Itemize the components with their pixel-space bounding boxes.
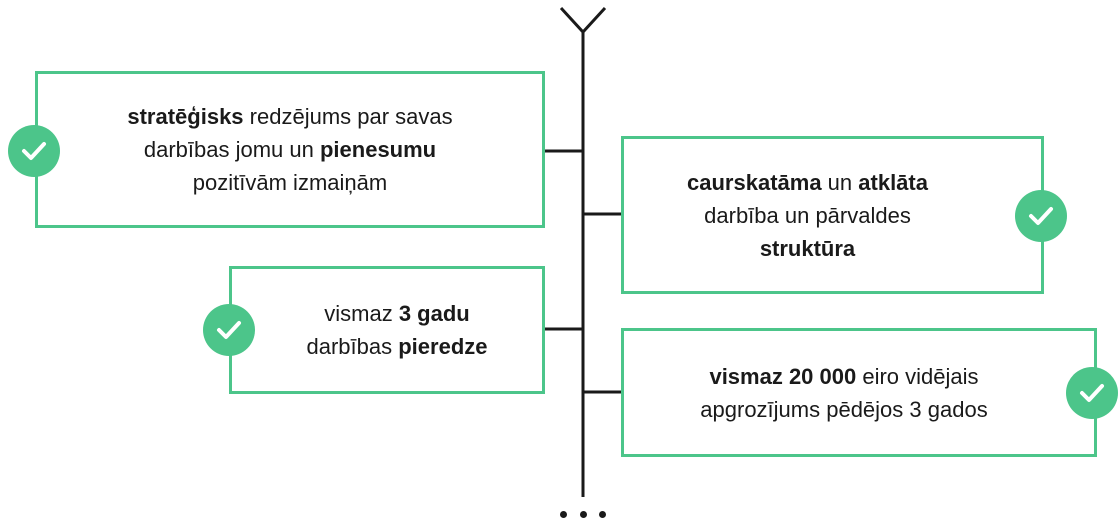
text-emphasis: caurskatāma <box>687 169 822 195</box>
text-emphasis: stratēģisks <box>127 104 244 129</box>
ellipsis-icon <box>560 508 606 520</box>
dot <box>599 510 606 518</box>
criterion-text: vismaz 3 gadu darbības pieredze <box>307 297 488 363</box>
spine-arrow-top-icon <box>559 6 607 35</box>
criterion-text: stratēģisks redzējums par savas darbības … <box>127 100 452 199</box>
text-run: darbība un pārvaldes <box>704 202 911 228</box>
check-icon <box>203 304 255 356</box>
text-run: darbības jomu un <box>143 137 320 162</box>
text-run: un <box>821 169 859 195</box>
criterion-card-c2: caurskatāma un atklāta darbība un pārvald… <box>621 136 1044 294</box>
text-emphasis: struktūra <box>759 235 856 261</box>
text-emphasis: vismaz 20 000 <box>709 363 857 389</box>
text-run: eiro vidējais <box>856 363 979 389</box>
text-run: pozitīvām izmaiņām <box>192 170 388 195</box>
text-emphasis: atklāta <box>858 169 928 195</box>
text-run: vismaz <box>324 301 399 326</box>
text-emphasis: 3 gadu <box>398 301 470 326</box>
text-run: darbības <box>306 334 399 359</box>
criterion-text: caurskatāma un atklāta darbība un pārvald… <box>687 166 928 265</box>
text-emphasis: pienesumu <box>319 137 437 162</box>
check-icon <box>1066 367 1118 419</box>
criterion-card-c4: vismaz 20 000 eiro vidējais apgrozījums p… <box>621 328 1097 457</box>
criterion-card-c3: vismaz 3 gadu darbības pieredze <box>229 266 545 394</box>
dot <box>560 510 567 518</box>
check-icon <box>1015 190 1067 242</box>
criterion-text: vismaz 20 000 eiro vidējais apgrozījums p… <box>700 360 987 426</box>
criterion-card-c1: stratēģisks redzējums par savas darbības … <box>35 71 545 228</box>
dot <box>579 510 587 518</box>
check-icon <box>8 125 60 177</box>
text-emphasis: pieredze <box>398 334 488 359</box>
text-run: apgrozījums pēdējos 3 gados <box>700 396 988 422</box>
text-run: redzējums par savas <box>243 104 453 129</box>
